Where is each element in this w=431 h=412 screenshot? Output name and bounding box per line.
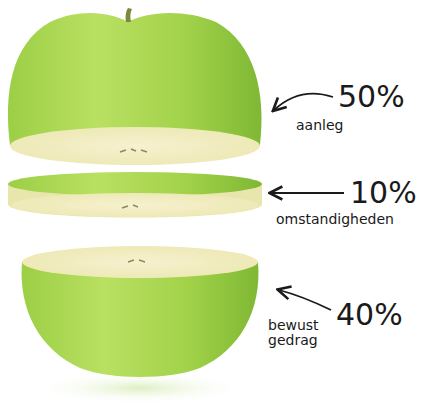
apple-slice-top — [8, 172, 262, 196]
apple-bottom — [22, 262, 259, 377]
leader-arrow — [274, 94, 333, 110]
apple-slice-face — [11, 193, 259, 217]
leader-arrow — [271, 192, 344, 194]
apple-stem — [126, 8, 132, 22]
leader-arrow — [279, 290, 331, 310]
factor-label: bewust gedrag — [268, 318, 328, 349]
percentage: 50% — [338, 80, 405, 113]
apple-cut-face — [10, 127, 260, 165]
apple-core — [120, 149, 147, 152]
apple-core — [122, 205, 138, 208]
percentage: 10% — [350, 176, 417, 209]
factor-label: omstandigheden — [276, 212, 394, 227]
apple-cut-face — [22, 246, 258, 278]
apple-core — [128, 260, 145, 262]
factor-label: aanleg — [296, 118, 343, 133]
percentage: 40% — [336, 298, 403, 331]
apple-top — [8, 13, 262, 145]
